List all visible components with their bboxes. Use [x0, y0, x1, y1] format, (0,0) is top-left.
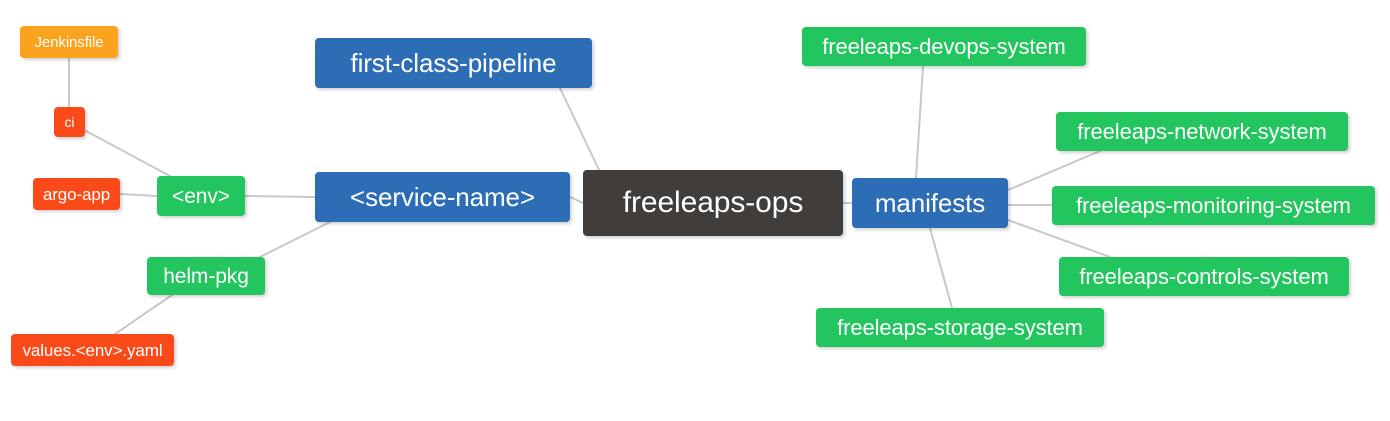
edge-service-name-to-helm-pkg: [249, 221, 331, 263]
edge-manifests-to-freeleaps-controls-system: [1007, 219, 1111, 258]
mindmap-node-argo-app[interactable]: argo-app: [33, 178, 120, 210]
edge-freeleaps-ops-to-first-class-pipeline: [559, 87, 601, 173]
mindmap-node-freeleaps-network-system[interactable]: freeleaps-network-system: [1056, 112, 1348, 151]
mindmap-node-first-class-pipeline[interactable]: first-class-pipeline: [315, 38, 592, 88]
mindmap-node-ci[interactable]: ci: [54, 107, 85, 137]
mindmap-node-freeleaps-monitoring-system[interactable]: freeleaps-monitoring-system: [1052, 186, 1375, 225]
mindmap-node-helm-pkg[interactable]: helm-pkg: [147, 257, 265, 295]
edge-manifests-to-freeleaps-devops-system: [915, 65, 924, 179]
edge-manifests-to-freeleaps-network-system: [1007, 150, 1101, 191]
mindmap-node-freeleaps-controls-system[interactable]: freeleaps-controls-system: [1059, 257, 1349, 296]
mindmap-node-env[interactable]: <env>: [157, 176, 245, 216]
mindmap-node-freeleaps-storage-system[interactable]: freeleaps-storage-system: [816, 308, 1104, 347]
mindmap-node-freeleaps-devops-system[interactable]: freeleaps-devops-system: [802, 27, 1086, 66]
edge-helm-pkg-to-values-env-yaml: [114, 294, 173, 335]
edge-freeleaps-ops-to-service-name: [569, 196, 584, 204]
mindmap-node-jenkinsfile[interactable]: Jenkinsfile: [20, 26, 118, 58]
edge-env-to-ci: [83, 129, 171, 177]
mindmap-node-service-name[interactable]: <service-name>: [315, 172, 570, 222]
mindmap-node-values-env-yaml[interactable]: values.<env>.yaml: [11, 334, 174, 366]
mindmap-node-manifests[interactable]: manifests: [852, 178, 1008, 228]
edge-env-to-argo-app: [119, 193, 158, 197]
mindmap-node-freeleaps-ops[interactable]: freeleaps-ops: [583, 170, 843, 236]
edge-manifests-to-freeleaps-storage-system: [929, 227, 953, 309]
edge-service-name-to-env: [244, 195, 316, 198]
